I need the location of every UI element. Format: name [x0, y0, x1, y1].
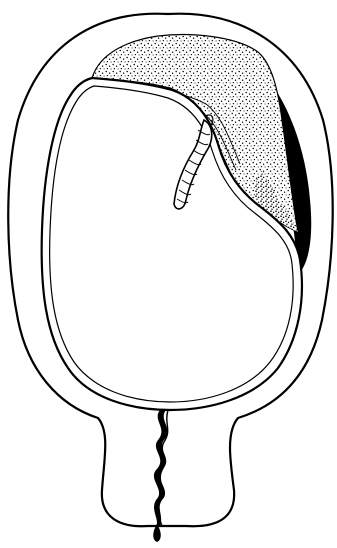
illustration-canvas [0, 0, 337, 548]
uterus-illustration [0, 0, 337, 548]
